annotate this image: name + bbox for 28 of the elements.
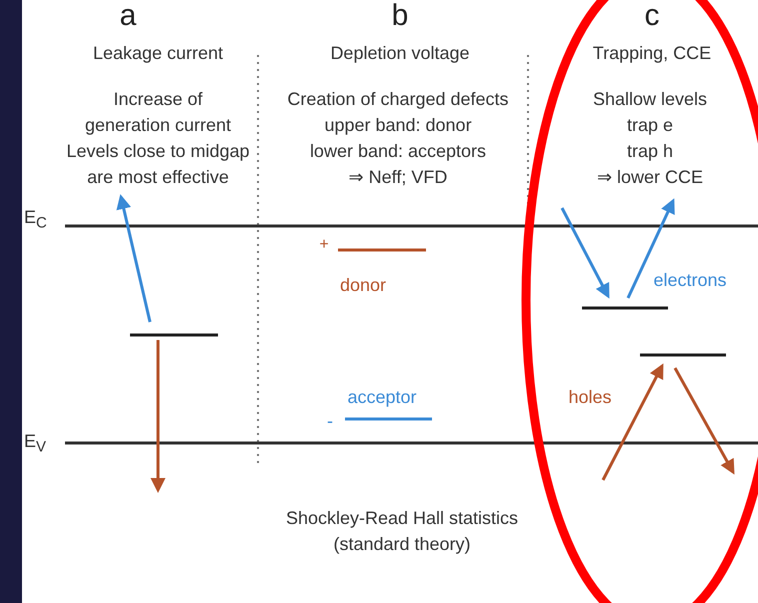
- carrier-label: electrons: [652, 269, 728, 292]
- level-label: donor: [338, 274, 388, 297]
- description-text: trap e: [626, 114, 674, 137]
- caption-text: Shockley-Read Hall statistics: [284, 507, 520, 530]
- description-text: Increase of: [112, 88, 204, 111]
- description-text: Creation of charged defects: [286, 88, 510, 111]
- description-text: Shallow levels: [592, 88, 708, 111]
- column-heading: Depletion voltage: [329, 42, 471, 65]
- description-text: ⇒ lower CCE: [596, 166, 704, 189]
- charge-sign: +: [318, 235, 330, 255]
- charge-sign: -: [326, 410, 334, 433]
- caption-text: (standard theory): [332, 533, 472, 556]
- description-text: are most effective: [86, 166, 230, 189]
- carrier-label: holes: [567, 386, 613, 409]
- description-text: Levels close to midgap: [65, 140, 251, 163]
- column-letter: a: [118, 0, 138, 32]
- description-text: trap h: [626, 140, 674, 163]
- level-label: acceptor: [346, 386, 418, 409]
- band-label: E$_{V}$: [24, 430, 48, 458]
- column-letter: c: [644, 0, 660, 32]
- column-heading: Leakage current: [92, 42, 224, 65]
- description-text: lower band: acceptors: [308, 140, 488, 163]
- column-letter: b: [390, 0, 410, 32]
- band-label: E$_{C}$: [24, 206, 48, 234]
- description-text: generation current: [84, 114, 232, 137]
- description-text: ⇒ Neff; VFD: [348, 166, 448, 189]
- column-heading: Trapping, CCE: [592, 42, 712, 65]
- description-text: upper band: donor: [323, 114, 473, 137]
